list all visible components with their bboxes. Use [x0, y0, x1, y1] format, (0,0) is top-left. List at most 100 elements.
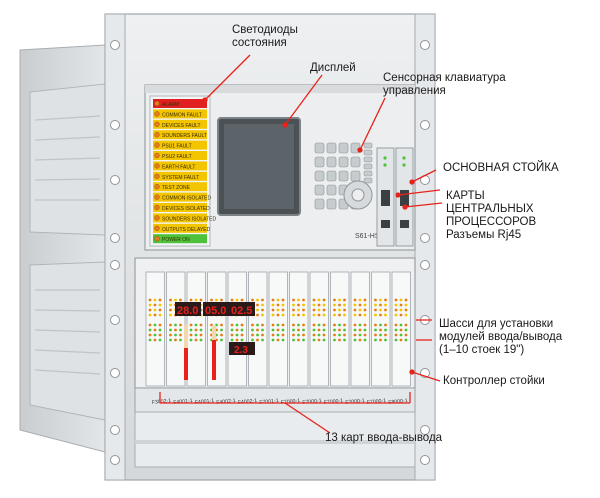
io-led — [148, 328, 152, 332]
io-led — [394, 333, 398, 337]
io-led — [404, 338, 408, 342]
label-cpu-cards: КАРТЫ ЦЕНТРАЛЬНЫХ ПРОЦЕССОРОВ Разъемы Rj… — [446, 190, 536, 242]
card-label: F7001-1 — [259, 398, 279, 406]
io-led — [292, 303, 295, 307]
io-led — [148, 333, 152, 337]
io-led — [353, 303, 357, 307]
io-led — [399, 298, 403, 302]
io-led — [374, 338, 377, 342]
io-led — [189, 338, 193, 342]
label-chassis-line3: (1–10 стоек 19") — [439, 344, 525, 356]
io-led — [399, 328, 403, 332]
io-led — [333, 338, 336, 342]
io-led — [374, 298, 377, 302]
io-led — [302, 308, 305, 312]
io-led — [194, 298, 198, 302]
io-led — [271, 328, 275, 332]
io-led — [281, 328, 285, 332]
io-led — [343, 323, 346, 327]
io-led — [317, 338, 321, 342]
io-led — [220, 323, 223, 327]
io-led — [404, 313, 408, 317]
io-led — [194, 323, 198, 327]
status-led — [154, 236, 160, 242]
io-led — [363, 313, 367, 317]
card-label: F4002-1 — [216, 398, 236, 406]
io-led — [404, 323, 408, 327]
status-row-bar — [153, 223, 207, 233]
io-led — [379, 308, 382, 312]
status-row-label: PSU2 FAULT — [162, 154, 192, 160]
io-led — [251, 333, 254, 337]
io-led — [256, 308, 259, 312]
status-led — [154, 194, 160, 200]
io-led — [312, 333, 316, 337]
io-led — [230, 333, 234, 337]
io-led — [179, 333, 182, 337]
io-led — [384, 333, 387, 337]
io-led — [256, 303, 259, 307]
keypad-key — [363, 177, 373, 184]
io-led — [333, 313, 336, 317]
io-led — [276, 313, 280, 317]
io-led — [148, 298, 152, 302]
io-led — [379, 338, 382, 342]
status-row-label: ALARM — [162, 102, 179, 108]
io-led — [220, 338, 223, 342]
status-row-label: SOUNDERS ISOLATED — [162, 216, 216, 222]
io-led — [379, 333, 382, 337]
io-led — [302, 338, 305, 342]
io-led — [317, 323, 321, 327]
label-main-rack: ОСНОВНАЯ СТОЙКА — [443, 162, 559, 174]
io-led — [292, 308, 295, 312]
io-led — [399, 313, 403, 317]
io-led — [158, 328, 162, 332]
status-row-bar — [153, 161, 207, 171]
status-row-label: COMMON ISOLATED — [162, 196, 211, 202]
io-led — [281, 323, 285, 327]
io-led — [312, 338, 316, 342]
io-led — [338, 323, 341, 327]
io-led — [343, 338, 346, 342]
io-led — [338, 313, 341, 317]
label-rack-controller: Контроллер стойки — [443, 375, 545, 387]
io-led — [174, 298, 177, 302]
io-led — [374, 333, 377, 337]
io-led — [153, 338, 157, 342]
readout-2: 05.0 — [205, 305, 226, 317]
io-led — [215, 298, 218, 302]
card-label: F7000-1 — [281, 398, 301, 406]
io-led — [256, 313, 259, 317]
io-led — [302, 328, 305, 332]
io-led — [358, 308, 362, 312]
io-led — [169, 308, 172, 312]
card-label-strip — [134, 387, 416, 413]
status-led — [154, 111, 160, 117]
io-led — [148, 323, 152, 327]
status-row-bar — [153, 99, 207, 108]
io-led — [358, 313, 362, 317]
io-led — [302, 323, 305, 327]
io-led — [169, 303, 172, 307]
io-led — [394, 308, 398, 312]
keypad-key — [314, 198, 325, 210]
io-led — [384, 328, 387, 332]
label-keypad-line2: управления — [383, 85, 446, 97]
status-row-label: EARTH FAULT — [162, 164, 195, 170]
io-led — [343, 303, 346, 307]
io-led — [251, 328, 254, 332]
io-led — [404, 308, 408, 312]
keypad-key — [338, 142, 349, 154]
io-led — [333, 328, 336, 332]
label-chassis-line1: Шасси для установки — [439, 318, 554, 330]
io-led — [292, 298, 295, 302]
io-led — [276, 328, 280, 332]
io-led — [358, 298, 362, 302]
io-led — [338, 338, 341, 342]
io-led — [235, 328, 239, 332]
status-led — [154, 215, 160, 221]
card-label: F3002-1 — [152, 398, 172, 406]
io-led — [281, 303, 285, 307]
